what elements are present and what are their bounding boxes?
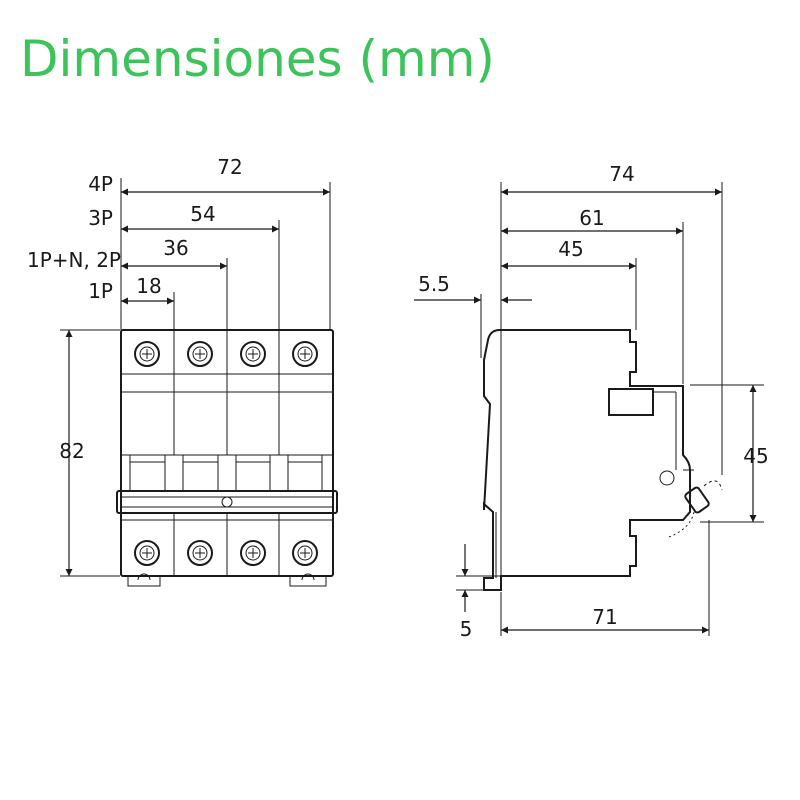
dim-61: 61 [579,206,604,230]
side-view: 74 61 45 5.5 45 5 71 [414,162,769,641]
breaker-side-profile [483,329,723,591]
dim-36: 36 [163,236,188,260]
dim-82: 82 [59,439,84,463]
terminal-screws-bottom [134,540,318,566]
dim-5-5: 5.5 [418,272,450,296]
terminal-screws-top [134,341,318,367]
label-3p: 3P [88,206,113,230]
label-1pn-2p: 1P+N, 2P [27,248,121,272]
dim-74: 74 [609,162,634,186]
dim-72: 72 [217,155,242,179]
dim-5: 5 [460,617,473,641]
page-title: Dimensiones (mm) [20,30,495,88]
label-1p: 1P [88,279,113,303]
dim-18: 18 [136,274,161,298]
dim-71: 71 [592,605,617,629]
front-view: 4P 3P 1P+N, 2P 1P 72 54 36 18 82 [27,155,338,587]
dim-45-height: 45 [743,444,768,468]
dim-54: 54 [190,202,215,226]
dim-45-depth: 45 [558,237,583,261]
breaker-front-body [116,329,338,587]
label-4p: 4P [88,172,113,196]
